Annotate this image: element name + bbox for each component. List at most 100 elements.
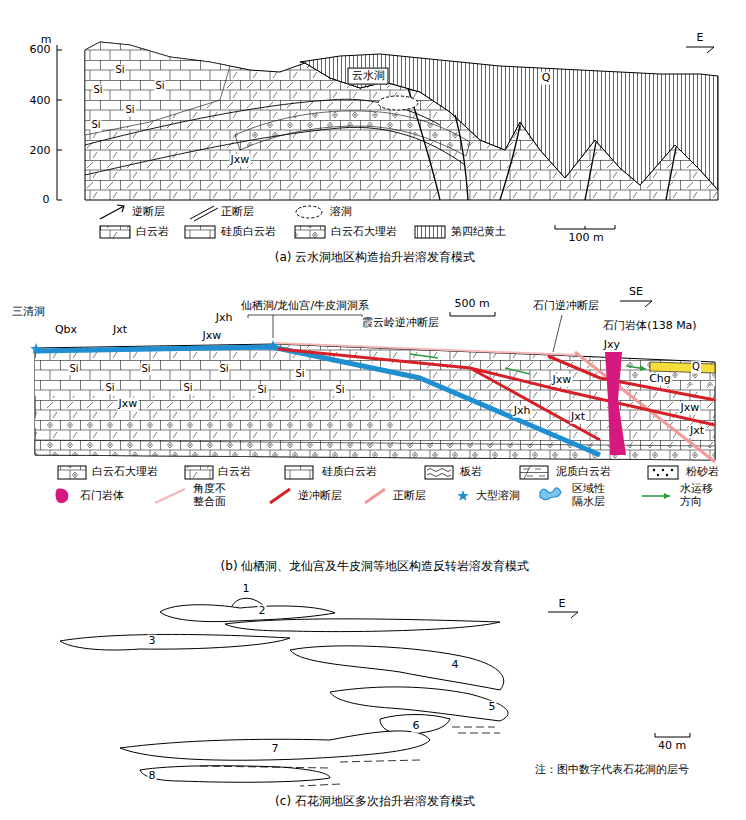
rock-symbol: Si: [294, 368, 305, 380]
slate-swatch: [427, 469, 451, 477]
cave-star: [457, 490, 468, 501]
bedding-line: [85, 99, 465, 175]
rock-symbol: Si: [114, 64, 125, 76]
legend-label: 正断层: [221, 206, 254, 219]
dolomite-swatch: [185, 466, 213, 479]
marble-band: [235, 111, 470, 156]
legend-label: 硅质白云岩: [221, 226, 276, 239]
siliceous-swatch: [185, 226, 215, 238]
axis-tick: 600: [29, 44, 52, 57]
axis-tick: 400: [29, 95, 52, 108]
unit-label: Jxw: [118, 398, 139, 411]
marble-band: [625, 361, 715, 386]
elevation-axis: [57, 45, 62, 200]
callout-number: 8: [148, 770, 157, 783]
rock-symbol: Si: [334, 384, 345, 396]
legend-label: 白云石大理岩: [92, 466, 158, 479]
cave-level: [60, 605, 508, 783]
unit-label: Chg: [648, 373, 672, 386]
panel-caption: (c) 石花洞地区多次抬升岩溶发育模式: [274, 795, 476, 809]
unit-label: Jxw: [552, 374, 573, 387]
fault-name: 石门逆冲断层: [532, 300, 600, 313]
legend-label: 硅质白云岩: [322, 466, 377, 479]
legend-label: 逆冲断层: [298, 490, 342, 503]
unconformity-symbol: [155, 489, 185, 503]
panel-caption: (a) 云水洞地区构造抬升岩溶发育模式: [274, 251, 477, 265]
thrust-symbol: [270, 489, 290, 503]
unit-label: Q: [691, 361, 701, 373]
legend-swatch: [56, 489, 69, 504]
unit-label: Jxy: [603, 339, 621, 352]
direction-label: SE: [628, 286, 644, 299]
unit-label: Jxw: [202, 330, 223, 343]
slate-swatch: [425, 466, 453, 479]
aquitard: [35, 347, 600, 455]
flow-symbol: [642, 495, 670, 497]
legend-label: 板岩: [460, 466, 482, 479]
reverse-fault-symbol: [100, 205, 124, 219]
unit-label: Jxh: [215, 312, 234, 325]
cave-symbol: [296, 206, 322, 218]
scale-bar: [450, 312, 495, 316]
muddy-dolomite-swatch: [520, 466, 548, 479]
quaternary-cover: [650, 362, 715, 373]
rock-symbol: Si: [90, 119, 101, 131]
legend-label: 逆断层: [132, 206, 165, 219]
intrusion-name: 石门岩体(138 Ma): [602, 320, 697, 333]
thrust-fault: [278, 349, 715, 440]
legend-label: 白云石大理岩: [331, 226, 397, 239]
rock-symbol: Si: [104, 382, 115, 394]
siltstone-swatch: [653, 469, 673, 476]
panel-caption: (b) 仙栖洞、龙仙宫及牛皮洞等地区构造反转岩溶发育模式: [220, 560, 531, 574]
normal-fault-symbol: [190, 206, 218, 221]
unit-label: Jxw: [680, 402, 701, 415]
legend-label: 正断层: [393, 490, 426, 503]
fault-line: [408, 88, 676, 200]
note: 注：图中数字代表石花洞的层号: [534, 764, 690, 777]
legend-label: 白云岩: [218, 466, 251, 479]
leader-line: [248, 315, 562, 352]
rock-symbol: Si: [256, 384, 267, 396]
rock-symbol: Si: [182, 382, 193, 394]
direction-arrow: [686, 47, 714, 53]
scale-label: 100 m: [567, 232, 604, 245]
water-line: [200, 727, 500, 786]
scale-label: 500 m: [453, 298, 490, 311]
unit-label: Jxt: [689, 425, 705, 438]
unit-label: Jxw: [230, 154, 251, 167]
rock-symbol: Si: [92, 84, 103, 96]
direction-arrow: [620, 301, 652, 307]
marble-swatch: [295, 226, 325, 238]
rock-symbol: Si: [140, 363, 151, 375]
direction-arrow: [548, 612, 578, 618]
cave-name: 仙栖洞/龙仙宫/牛皮洞洞系: [240, 300, 370, 313]
scale-label: 40 m: [657, 740, 687, 753]
unit-label: Q: [541, 72, 552, 85]
muddy-dolomite-swatch: [520, 467, 548, 480]
unit-label: Jxt: [570, 411, 586, 424]
rock-symbol: Si: [124, 104, 135, 116]
legend-label: 水运移 方向: [680, 483, 716, 508]
siliceous-dolomite: [85, 42, 230, 135]
legend-label: 石门岩体: [80, 490, 124, 503]
siltstone-swatch: [648, 466, 678, 479]
scale-bar: [655, 733, 690, 737]
rock-symbol: Si: [218, 363, 229, 375]
callout-number: 2: [258, 605, 267, 618]
siliceous-swatch: [285, 466, 313, 479]
legend-label: 泥质白云岩: [556, 466, 611, 479]
marble-swatch: [58, 466, 86, 479]
unit-label: Jxh: [513, 405, 532, 418]
axis-tick: 0: [42, 194, 51, 207]
cave-star: [267, 340, 278, 351]
section-block: [35, 344, 715, 460]
legend-label: 白云岩: [136, 226, 169, 239]
bedrock: [85, 42, 718, 200]
cave-name-box: 云水洞: [348, 68, 389, 85]
callout-number: 5: [488, 701, 497, 714]
node-text: 云水洞: [352, 69, 385, 82]
legend-label: 第四纪黄土: [451, 226, 506, 239]
